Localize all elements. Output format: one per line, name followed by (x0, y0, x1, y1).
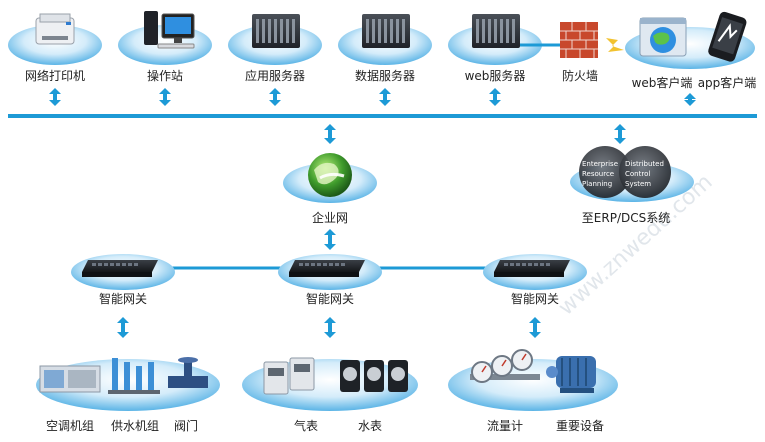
arrows (49, 88, 696, 338)
gateway-switch-icon (82, 260, 158, 277)
double-arrow-icon (117, 317, 129, 338)
disc (8, 25, 102, 65)
double-arrow-icon (324, 317, 336, 338)
workstation-icon (144, 11, 195, 49)
device-label: 重要设备 (556, 419, 604, 433)
node-label: 数据服务器 (355, 68, 415, 83)
web-client-icon (639, 17, 687, 57)
server-icon (252, 14, 300, 48)
device-label: 水表 (358, 419, 382, 433)
motor-icon (546, 356, 596, 393)
top-row: 网络打印机 操作站 应用服务器 数据服务器 web服务器 防火墙 web客户端 … (8, 11, 756, 90)
erp-dcs: Enterprise Resource Planning Distributed… (570, 146, 694, 225)
server-icon (472, 14, 520, 48)
server-icon (362, 14, 410, 48)
gateway-label: 智能网关 (306, 291, 354, 306)
globe-icon (308, 153, 352, 197)
valve-icon (168, 357, 208, 388)
device-label: 气表 (294, 418, 318, 433)
device-label: 供水机组 (111, 419, 159, 433)
device-row: 空调机组 供水机组 阀门 气表 水表 流量计 重要设备 (36, 349, 618, 433)
node-label: 应用服务器 (245, 68, 305, 83)
printer-icon (35, 13, 75, 45)
flow-meter-icon (470, 349, 540, 383)
enterprise-label: 企业网 (312, 210, 348, 225)
double-arrow-icon (379, 88, 391, 106)
erp-text: Enterprise (582, 160, 618, 168)
water-meter-icon (340, 360, 408, 392)
enterprise-network: 企业网 (283, 153, 377, 225)
node-label: 操作站 (147, 68, 183, 83)
firewall-icon (560, 22, 598, 58)
device-label: 空调机组 (46, 419, 94, 433)
erp-text: Planning (582, 180, 612, 188)
double-arrow-icon (159, 88, 171, 106)
hvac-unit-icon (39, 365, 101, 393)
device-label: 阀门 (174, 418, 198, 433)
gas-meter-icon (263, 357, 315, 395)
double-arrow-icon (269, 88, 281, 106)
lightning-icon (606, 38, 624, 52)
app-client-icon (708, 11, 747, 62)
double-arrow-icon (684, 93, 696, 106)
double-arrow-icon (614, 124, 626, 144)
erp-label: 至ERP/DCS系统 (582, 211, 670, 225)
gateway-label: 智能网关 (511, 291, 559, 306)
double-arrow-icon (49, 88, 61, 106)
gateway-switch-icon (494, 260, 570, 277)
erp-circle (579, 146, 631, 198)
dcs-text: Control (625, 170, 650, 178)
gateway-row: 智能网关 智能网关 智能网关 (71, 254, 587, 306)
dcs-circle (619, 146, 671, 198)
double-arrow-icon (324, 124, 336, 144)
client-label: app客户端 (698, 75, 757, 90)
node-label: web服务器 (465, 68, 526, 83)
double-arrow-icon (529, 317, 541, 338)
client-label: web客户端 (632, 75, 693, 90)
dcs-text: System (625, 180, 651, 188)
device-label: 流量计 (487, 419, 523, 433)
dcs-text: Distributed (625, 160, 664, 168)
double-arrow-icon (489, 88, 501, 106)
node-label: 网络打印机 (25, 68, 85, 83)
double-arrow-icon (324, 229, 336, 250)
erp-text: Resource (582, 170, 614, 178)
water-pump-icon (108, 358, 160, 394)
node-label: 防火墙 (562, 68, 598, 83)
gateway-switch-icon (289, 260, 365, 277)
gateway-label: 智能网关 (99, 291, 147, 306)
